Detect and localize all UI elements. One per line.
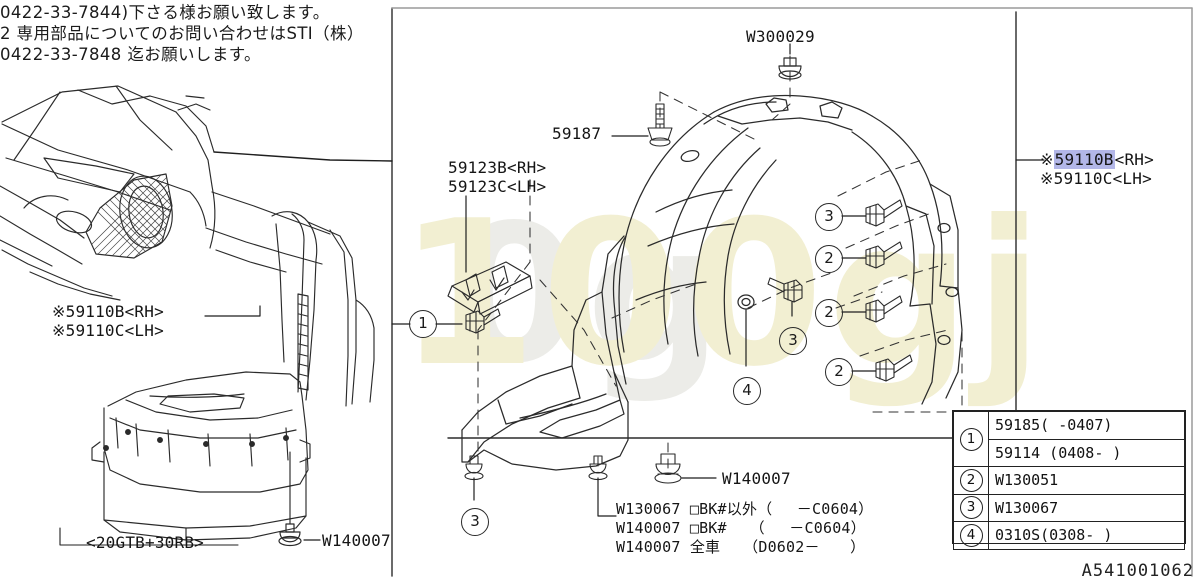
- legend-number-cell: 3: [953, 493, 989, 522]
- bottom-note-line: W140007 全車 （D0602－ ）: [616, 538, 866, 556]
- bottom-clip-label: W140007: [722, 469, 791, 488]
- legend-number-cell: 1: [953, 411, 989, 467]
- left-part-number-lh: ※59110C<LH>: [52, 321, 164, 340]
- fastener-59187: [648, 104, 672, 146]
- screw-label-59187: 59187: [552, 124, 602, 143]
- legend-circle-2: 2: [959, 468, 983, 492]
- header-note-line: 2 専用部品についてのお問い合わせはSTI（株）: [0, 24, 364, 43]
- leader-lines: [392, 44, 1044, 516]
- left-clip-label: W140007: [322, 531, 391, 550]
- liner-part-rh-suffix: <RH>: [1114, 150, 1154, 169]
- liner-part-label-block: ※59110B<RH> ※59110C<LH>: [1040, 150, 1154, 188]
- asterisk-mark: ※: [1040, 150, 1054, 169]
- assembly-dashed-lines: [478, 56, 962, 468]
- variant-label: <20GTB+30RB>: [86, 533, 204, 552]
- legend-circle-3: 3: [959, 496, 983, 520]
- cover-part-lh: 59123C<LH>: [448, 177, 547, 196]
- liner-part-lh: ※59110C<LH>: [1040, 169, 1152, 188]
- callout-3[interactable]: 3: [815, 203, 843, 231]
- header-note-line: 0422-33-7844)下さる様お願い致します。: [0, 3, 330, 22]
- liner-part-rh-highlight: 59110B: [1053, 150, 1115, 169]
- bottom-note-line: W130067 □BK#以外（ －C0604）: [616, 500, 874, 518]
- bottom-notes: W130067 □BK#以外（ －C0604） W140007 □BK# （ －…: [616, 500, 873, 557]
- fender-liner-main: [462, 96, 962, 470]
- legend-row: 3 W130067: [953, 493, 1185, 522]
- callout-1[interactable]: 1: [409, 310, 437, 338]
- legend-code: 0310S(0308- ): [988, 521, 1185, 550]
- legend-circle-1: 1: [959, 427, 983, 451]
- legend-circle-4: 4: [959, 523, 983, 547]
- fastener-row-screws: [466, 200, 912, 381]
- legend-number-cell: 4: [953, 521, 989, 550]
- legend-code: W130051: [988, 466, 1185, 495]
- clip-icon-left: [279, 524, 301, 546]
- callout-2[interactable]: 2: [815, 299, 843, 327]
- fastener-w300029: [779, 58, 801, 79]
- cover-part-59123: [448, 262, 532, 314]
- drawing-number: A541001062: [1081, 561, 1194, 581]
- left-part-leader: [205, 306, 260, 316]
- left-liner-drawing: [92, 212, 374, 540]
- callout-3[interactable]: 3: [779, 327, 807, 355]
- cover-part-label-block: 59123B<RH> 59123C<LH>: [448, 158, 546, 196]
- inner-frame: [402, 12, 1016, 438]
- car-leader-line: [214, 152, 392, 161]
- variant-bracket: [60, 528, 238, 545]
- legend-code: 59185( -0407): [988, 411, 1185, 440]
- cover-part-rh: 59123B<RH>: [448, 158, 547, 177]
- legend-row: 2 W130051: [953, 466, 1185, 495]
- header-note-line: 0422-33-7848 迄お願いします。: [0, 45, 261, 64]
- callout-3[interactable]: 3: [461, 508, 489, 536]
- legend-code: W130067: [988, 493, 1185, 522]
- callout-2[interactable]: 2: [825, 358, 853, 386]
- fastener-clips-bottom: [465, 454, 681, 483]
- left-part-number-rh: ※59110B<RH>: [52, 302, 164, 321]
- callout-4[interactable]: 4: [733, 377, 761, 405]
- main-frame: [392, 8, 1192, 576]
- legend-code: 59114 (0408- ): [988, 438, 1185, 467]
- header-notes: 0422-33-7844)下さる様お願い致します。 2 専用部品についてのお問い…: [0, 2, 390, 65]
- legend-row: 4 0310S(0308- ): [953, 521, 1185, 550]
- left-part-number-block: ※59110B<RH> ※59110C<LH>: [52, 302, 164, 340]
- liner-part-rh: ※59110B<RH>: [1040, 150, 1154, 169]
- legend-table: 1 59185( -0407) 59114 (0408- ) 2 W130051…: [952, 410, 1186, 550]
- legend-row: 59114 (0408- ): [954, 438, 1185, 467]
- callout-2[interactable]: 2: [815, 245, 843, 273]
- legend-row: 1 59185( -0407): [953, 411, 1185, 467]
- top-fastener-label: W300029: [746, 27, 815, 46]
- bottom-note-line: W140007 □BK# （ －C0604）: [616, 519, 866, 537]
- legend-number-cell: 2: [953, 466, 989, 495]
